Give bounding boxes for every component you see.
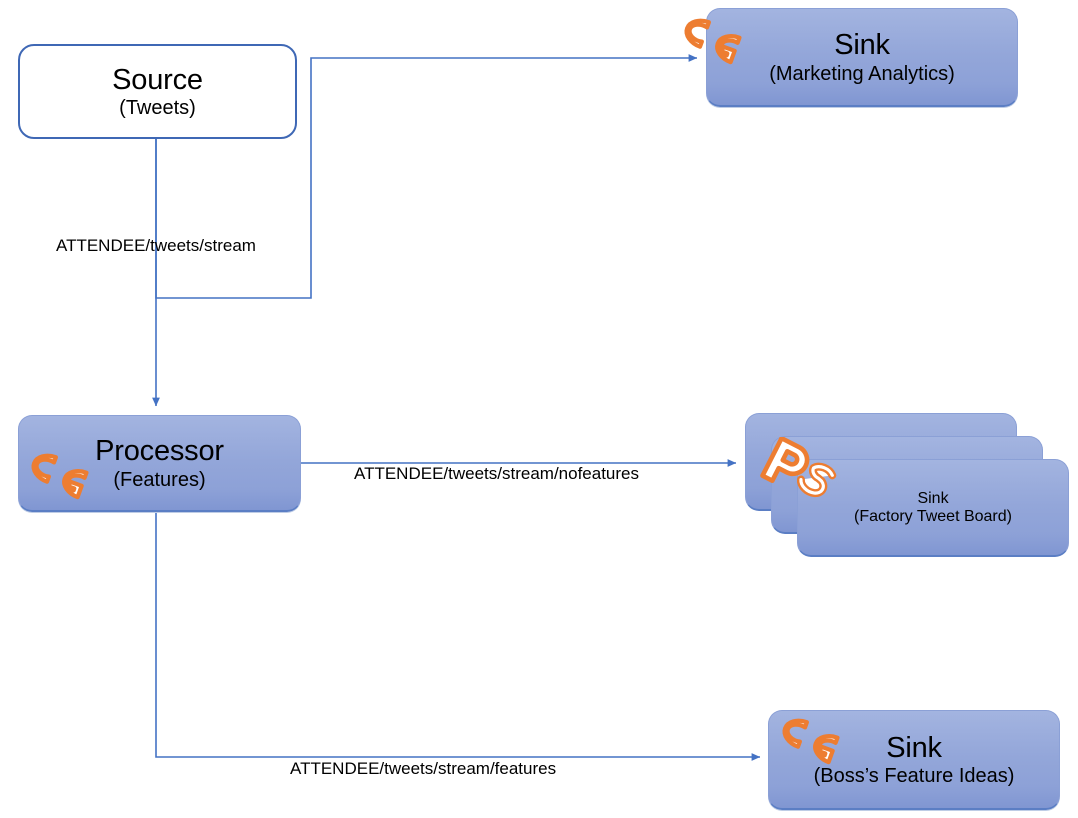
node-processor-title: Processor bbox=[95, 435, 224, 468]
node-sink-marketing-title: Sink bbox=[834, 29, 890, 62]
node-sink-boss-subtitle: (Boss’s Feature Ideas) bbox=[813, 765, 1015, 788]
node-sink-factory-card-front[interactable]: Sink (Factory Tweet Board) bbox=[797, 459, 1069, 557]
edge-label-processor-to-factory: ATTENDEE/tweets/stream/nofeatures bbox=[354, 464, 640, 483]
edge-label-source-to-processor: ATTENDEE/tweets/stream bbox=[56, 236, 256, 255]
node-sink-boss-title: Sink bbox=[886, 731, 942, 764]
node-source-title: Source bbox=[112, 63, 203, 96]
node-sink-factory[interactable]: Sink (Factory Tweet Board) bbox=[745, 413, 1070, 565]
edge-processor-to-boss bbox=[155, 513, 761, 761]
node-sink-marketing[interactable]: Sink (Marketing Analytics) bbox=[706, 8, 1018, 107]
node-processor-subtitle: (Features) bbox=[113, 468, 206, 491]
node-source-subtitle: (Tweets) bbox=[119, 97, 196, 120]
node-sink-factory-subtitle: (Factory Tweet Board) bbox=[854, 507, 1012, 525]
edge-label-processor-to-boss: ATTENDEE/tweets/stream/features bbox=[290, 759, 557, 778]
node-source[interactable]: Source (Tweets) bbox=[18, 44, 297, 139]
node-sink-marketing-subtitle: (Marketing Analytics) bbox=[769, 62, 955, 85]
node-processor[interactable]: Processor (Features) bbox=[18, 415, 301, 512]
node-sink-boss[interactable]: Sink (Boss’s Feature Ideas) bbox=[768, 710, 1060, 810]
node-sink-factory-title: Sink bbox=[917, 489, 949, 507]
